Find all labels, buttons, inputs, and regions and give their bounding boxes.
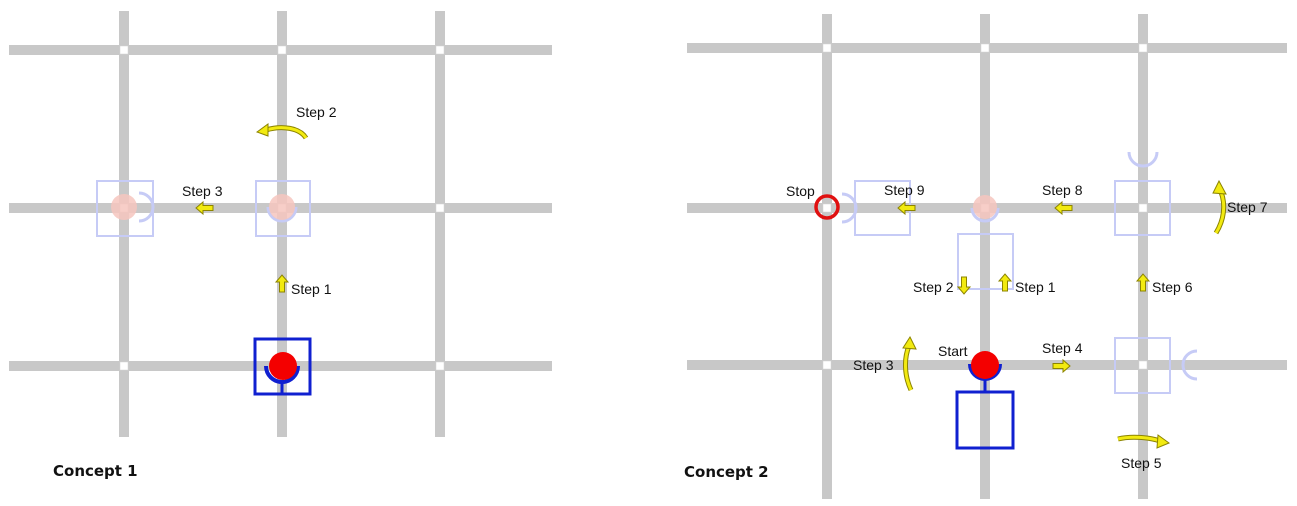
step-label: Step 9 <box>884 182 925 198</box>
curved-arrow-up-icon <box>902 335 917 392</box>
step-label: Step 8 <box>1042 182 1083 198</box>
grid-node <box>119 45 129 55</box>
step-label: Step 2 <box>296 104 337 120</box>
stop-label: Stop <box>786 183 815 199</box>
curved-arrow-left-icon <box>255 123 309 140</box>
track-vertical <box>435 11 445 437</box>
arrow-down-icon <box>957 276 971 295</box>
step-label: Step 3 <box>853 357 894 373</box>
curved-arrow-right-icon <box>1117 434 1171 449</box>
grid-node <box>1138 203 1148 213</box>
ghost-robot <box>255 180 311 237</box>
concept-2-panel: Stop Start Step 1 Step 2 Step 3 <box>684 14 1287 499</box>
grid-node <box>1138 43 1148 53</box>
grid-node <box>277 45 287 55</box>
ghost-ball <box>973 195 997 219</box>
track-vertical <box>119 11 129 437</box>
ball <box>269 352 297 380</box>
robot <box>955 351 1015 450</box>
grid-node <box>1138 360 1148 370</box>
grid-node <box>822 360 832 370</box>
step-label: Step 5 <box>1121 455 1162 471</box>
step-label: Step 2 <box>913 279 954 295</box>
ghost-ball <box>111 194 137 220</box>
stop-marker <box>814 194 840 220</box>
grid-node <box>822 43 832 53</box>
step-label: Step 1 <box>1015 279 1056 295</box>
robot <box>253 337 312 396</box>
ghost-robot <box>1114 337 1198 394</box>
track-vertical <box>1138 14 1148 499</box>
ghost-ball <box>269 194 295 220</box>
curved-arrow-up-icon <box>1212 179 1227 235</box>
concept-caption: Concept 1 <box>53 462 138 480</box>
track-vertical <box>277 11 287 437</box>
track-vertical <box>822 14 832 499</box>
ghost-robot <box>957 195 1014 290</box>
step-label: Step 4 <box>1042 340 1083 356</box>
concept-caption: Concept 2 <box>684 463 769 481</box>
step-label: Step 6 <box>1152 279 1193 295</box>
ball <box>971 351 999 379</box>
start-label: Start <box>938 343 968 359</box>
grid-node <box>435 361 445 371</box>
track-vertical <box>980 14 990 499</box>
step-label: Step 7 <box>1227 199 1268 215</box>
grid-tracks <box>687 14 1287 499</box>
grid-node <box>822 203 832 213</box>
grid-node <box>435 203 445 213</box>
concept-1-panel: Step 1 Step 2 Step 3 Concept 1 <box>9 11 552 480</box>
step-label: Step 1 <box>291 281 332 297</box>
ghost-robot <box>96 180 155 237</box>
grid-node <box>435 45 445 55</box>
grid-node <box>980 43 990 53</box>
ghost-robot <box>1114 151 1171 236</box>
grid-node <box>119 361 129 371</box>
step-label: Step 3 <box>182 183 223 199</box>
